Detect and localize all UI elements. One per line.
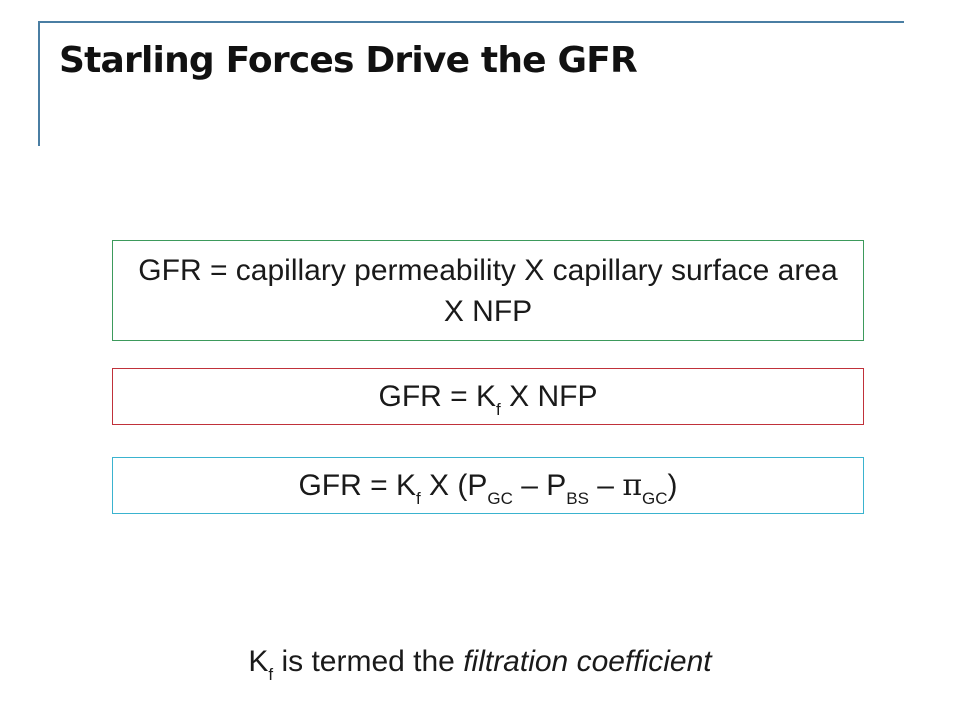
equation-box-starling: GFR = Kf X (PGC – PBS – πGC)	[112, 457, 864, 514]
equation-kf-nfp-rhs: X NFP	[500, 380, 598, 413]
slide-title: Starling Forces Drive the GFR	[59, 40, 638, 81]
equation-box-capillary: GFR = capillary permeability X capillary…	[112, 240, 864, 341]
title-frame-left-rule	[38, 21, 40, 146]
footnote-filtration-coefficient: Kf is termed the filtration coefficient	[0, 641, 960, 684]
equation-kf-nfp-lhs: GFR = K	[378, 380, 497, 413]
equation-starling-close-paren: )	[667, 469, 678, 502]
equation-starling-p-gc-subscript: GC	[487, 489, 513, 508]
equation-starling-p: X (P	[420, 469, 488, 502]
equation-starling-pi-gc-subscript: GC	[642, 489, 668, 508]
footnote-emphasis: filtration coefficient	[463, 645, 712, 678]
footnote-text: is termed the	[273, 645, 464, 678]
equation-starling-pi-symbol: π	[622, 468, 643, 503]
equation-starling-minus: –	[588, 469, 623, 502]
equation-starling-p-bs-subscript: BS	[566, 489, 589, 508]
equation-starling-minus-p: – P	[512, 469, 567, 502]
equation-starling: GFR = Kf X (PGC – PBS – πGC)	[298, 465, 678, 508]
equation-box-kf-nfp: GFR = Kf X NFP	[112, 368, 864, 425]
equation-capillary-text: GFR = capillary permeability X capillary…	[138, 253, 838, 328]
title-frame-top-rule	[38, 21, 904, 23]
footnote-k-subscript: f	[268, 665, 274, 684]
equation-kf-nfp: GFR = Kf X NFP	[378, 376, 598, 419]
equation-starling-kf-subscript: f	[415, 489, 421, 508]
equation-kf-nfp-kf-subscript: f	[496, 400, 501, 419]
footnote-k: K	[248, 645, 269, 678]
equation-starling-lhs: GFR = K	[298, 469, 416, 502]
